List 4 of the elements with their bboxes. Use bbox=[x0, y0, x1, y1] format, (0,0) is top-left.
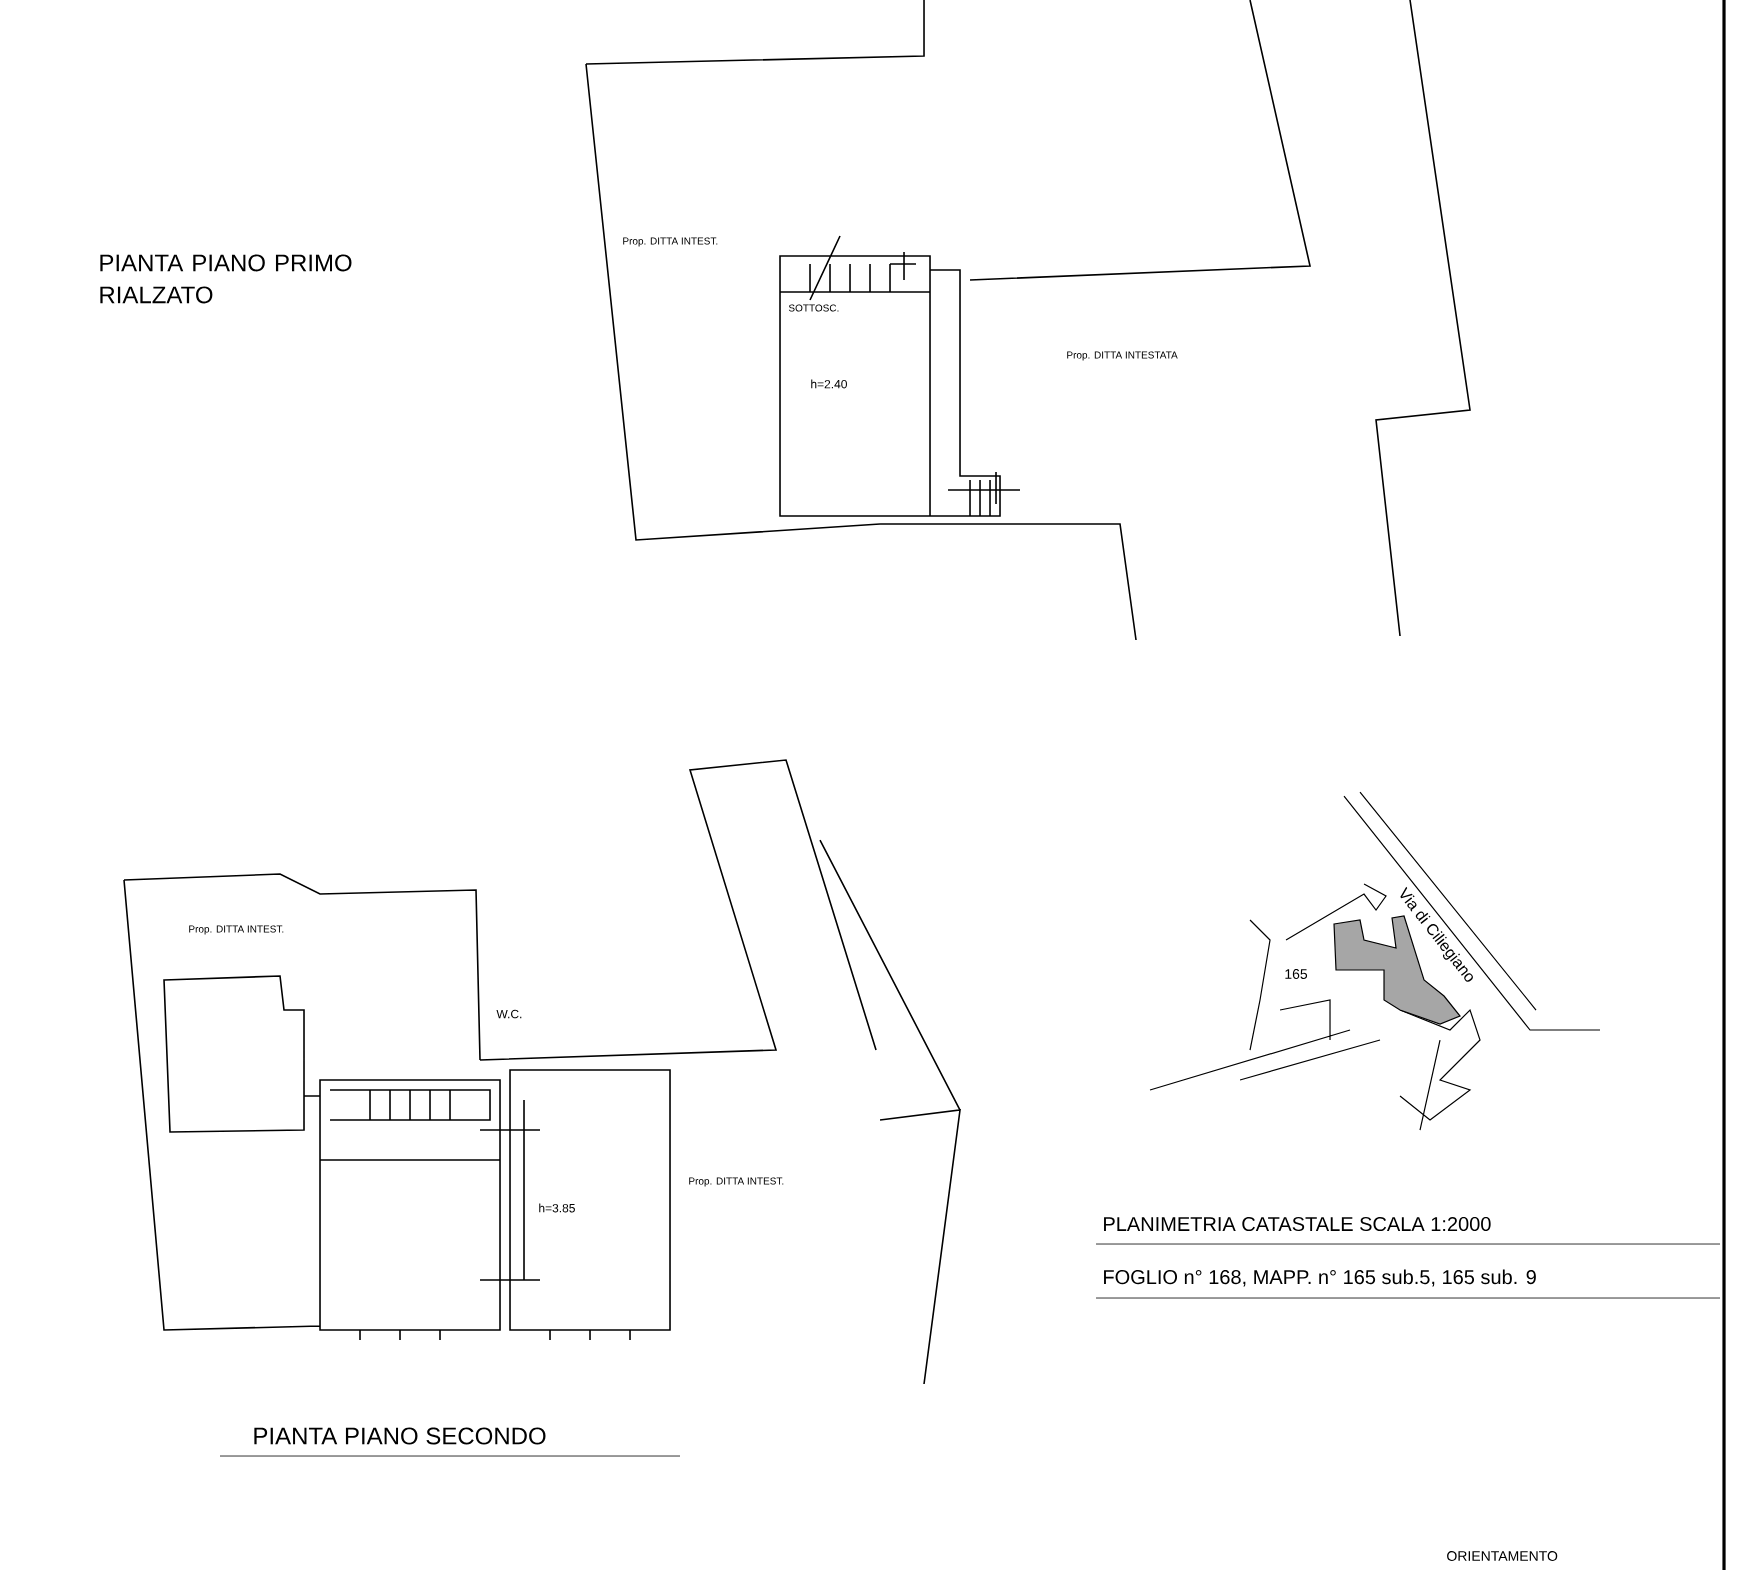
plan-title: PIANTA PIANO SECONDO bbox=[254, 1427, 546, 1445]
map-caption: PLANIMETRIA CATASTALE SCALA 1:2000 bbox=[1104, 1216, 1491, 1232]
map-caption: FOGLIO n° 168, MAPP. n° 165 sub.5, 165 sub. 9 bbox=[1104, 1269, 1536, 1287]
plan-title: PIANTA PIANO PRIMO RIALZATO bbox=[100, 254, 352, 304]
